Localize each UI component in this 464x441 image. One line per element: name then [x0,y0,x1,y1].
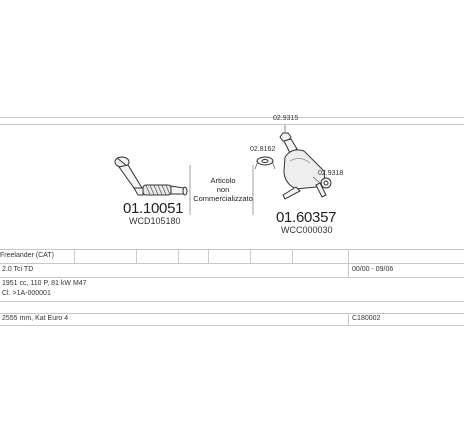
table-col-3 [178,249,179,263]
front-pipe-code: WCD105180 [129,216,181,226]
table-rule-1 [0,263,464,264]
top-rule [0,117,464,118]
table-rule-5 [0,325,464,326]
table-rule-0 [0,249,464,250]
note-line-2: non [216,185,230,194]
front-pipe-icon [114,156,188,196]
cl-cell: Cl. >1A-000001 [2,290,51,297]
mid-rule [0,124,464,125]
table-col-1 [74,249,75,263]
ref-cell: C180002 [352,315,381,322]
accessory-right-code[interactable]: 02.9318 [318,170,344,177]
front-pipe-part-number[interactable]: 01.10051 [123,200,184,217]
model-cell: Freelander (CAT) [0,252,54,259]
table-col-7 [348,249,349,277]
dates-cell: 00/00 - 09/06 [352,266,394,273]
table-rule-3 [0,301,464,302]
catalyst-code: WCC000030 [281,225,333,235]
note-line-3: Commercializzato [193,194,253,203]
table-rule-2 [0,277,464,278]
table-rule-4 [0,313,464,314]
table-col-6 [292,249,293,263]
table-col-4 [208,249,209,263]
table-col-5 [250,249,251,263]
accessory-left-code[interactable]: 02.8162 [250,146,276,153]
spec-cell: 1951 cc, 110 P, 81 kW M47 [2,280,87,287]
table-col-2 [136,249,137,263]
exhaust-diagram [114,125,332,215]
catalyst-icon [254,125,332,200]
accessory-top-code[interactable]: 02.9315 [273,115,299,122]
table-col-8 [348,313,349,325]
not-sold-note: Articolo non Commercializzato [193,176,253,203]
engine-cell: 2.0 Tci TD [2,266,34,273]
note-line-1: Articolo [210,176,236,185]
catalyst-part-number[interactable]: 01.60357 [276,209,337,226]
wheelbase-cell: 2555 mm, Kat Euro 4 [2,315,69,322]
